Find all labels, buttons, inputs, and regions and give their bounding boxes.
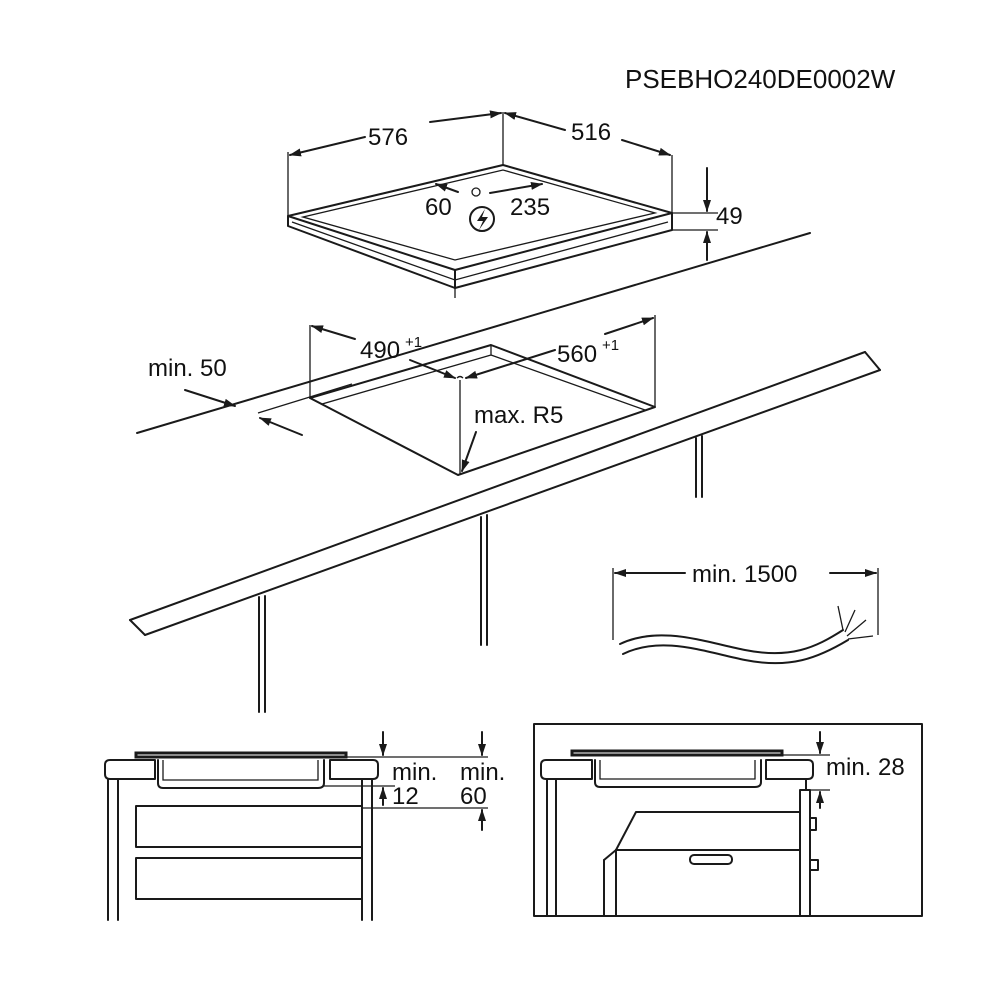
hob-width-dimension: 576 — [287, 110, 504, 216]
left-section-dimensions: min. 12 min. 60 — [324, 731, 505, 831]
edge-distance-label: min. 50 — [148, 355, 227, 382]
hob-depth-label: 516 — [571, 119, 611, 146]
drawing-code: PSEBHO240DE0002W — [625, 64, 896, 94]
corner-radius-label: max. R5 — [474, 402, 563, 429]
clearance-a-label-line1: min. — [392, 759, 437, 786]
clearance-b-label-line1: min. — [460, 759, 505, 786]
hob-depth-dimension: 516 — [504, 112, 673, 213]
left-section-view — [104, 751, 379, 921]
hob-width-label: 576 — [368, 124, 408, 151]
cable-drawing: min. 1500 — [612, 561, 879, 665]
right-section-view — [533, 723, 923, 917]
cutout-depth-tolerance: +1 — [602, 337, 619, 354]
cutout-depth-label: 560 — [557, 341, 597, 368]
corner-radius-annotation: max. R5 — [461, 402, 563, 472]
cutout-width-label: 490 — [360, 337, 400, 364]
cutout-width-dimension: 490 +1 — [309, 325, 456, 398]
cutout-depth-dimension: 560 +1 — [465, 315, 656, 407]
connection-right-label: 235 — [510, 194, 550, 221]
clearance-b-label-line2: 60 — [460, 783, 487, 810]
cable-length-label: min. 1500 — [692, 561, 797, 588]
hob-height-dimension: 49 — [672, 167, 743, 261]
connection-position: 60 235 — [425, 181, 550, 232]
hob-height-label: 49 — [716, 203, 743, 230]
worktop — [129, 232, 881, 636]
edge-distance-dimension: min. 50 — [148, 355, 353, 436]
cabinet-panels — [258, 435, 703, 713]
connection-left-label: 60 — [425, 194, 452, 221]
clearance-a-label-line2: 12 — [392, 783, 419, 810]
right-section-dimension: min. 28 — [782, 731, 905, 809]
cutout-width-tolerance: +1 — [405, 334, 422, 351]
oven-clearance-label: min. 28 — [826, 754, 905, 781]
electrical-connection-icon — [469, 206, 495, 232]
